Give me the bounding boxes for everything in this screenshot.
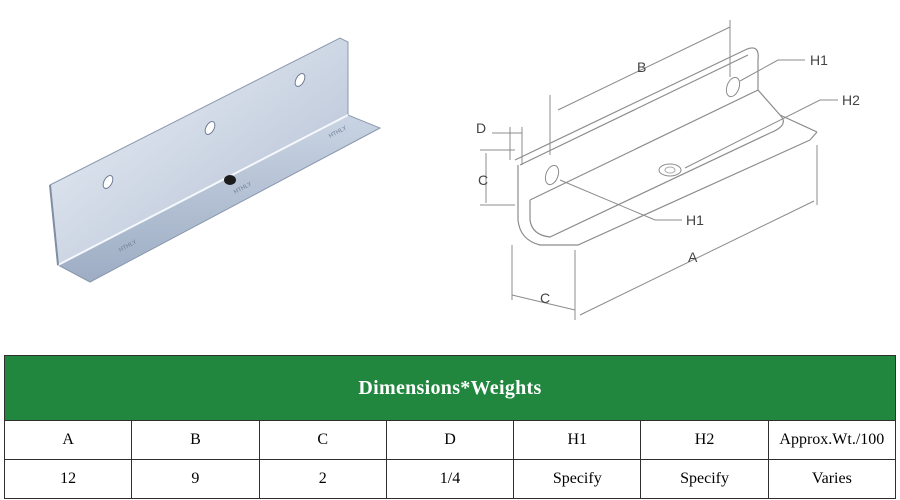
cell-weight: Varies: [767, 459, 897, 499]
dim-line-c-width: [511, 294, 576, 311]
column-header-h2: H2: [640, 420, 769, 460]
label-h2: H2: [842, 92, 860, 108]
column-header-h1: H1: [513, 420, 642, 460]
column-header-weight: Approx.Wt./100: [767, 420, 897, 460]
schematic-slot-h1-bottom: [544, 164, 560, 186]
label-d: D: [476, 120, 486, 136]
cell-a: 12: [3, 459, 133, 499]
leader-h1-top: [739, 59, 805, 82]
label-b: B: [637, 59, 646, 75]
label-c-width: C: [540, 290, 550, 306]
slot-hole: [102, 175, 114, 189]
slot-hole: [294, 73, 306, 87]
leader-h2: [684, 99, 838, 169]
dimensions-table: Dimensions*Weights A B C D H1 H2 Approx.…: [3, 355, 897, 499]
cell-c: 2: [258, 459, 387, 499]
label-a: A: [688, 249, 698, 265]
schematic-slot-h1-top: [725, 76, 741, 98]
cell-d: 1/4: [385, 459, 515, 499]
dim-line-a: [579, 200, 815, 316]
table-header-row: A B C D H1 H2 Approx.Wt./100: [3, 420, 897, 460]
label-h1-bottom: H1: [686, 212, 704, 228]
column-header-a: A: [3, 420, 133, 460]
schematic-hole-h2: [658, 163, 682, 177]
label-h1-top: H1: [810, 52, 828, 68]
column-header-c: C: [258, 420, 387, 460]
cell-h2: Specify: [640, 459, 769, 499]
table-row: 12 9 2 1/4 Specify Specify Varies: [3, 459, 897, 499]
table-title: Dimensions*Weights: [4, 355, 896, 421]
slot-hole: [204, 121, 216, 135]
round-hole: [224, 175, 236, 185]
column-header-d: D: [385, 420, 515, 460]
bracket-bend: [57, 114, 349, 266]
bracket-edge: [49, 184, 59, 266]
leader-h1-bottom: [559, 179, 682, 221]
schematic-back-flange: [514, 47, 759, 201]
dimension-schematic: B A C C D H1 H2 H1: [476, 20, 860, 320]
cell-h1: Specify: [513, 459, 642, 499]
bracket-photo: HTHLY HTHLY HTHLY: [49, 37, 382, 283]
label-c-height: C: [478, 172, 488, 188]
cell-b: 9: [131, 459, 260, 499]
column-header-b: B: [131, 420, 260, 460]
dim-line-b: [557, 26, 731, 111]
table-title-row: Dimensions*Weights: [4, 355, 896, 421]
schematic-bottom-flange: [529, 89, 784, 238]
